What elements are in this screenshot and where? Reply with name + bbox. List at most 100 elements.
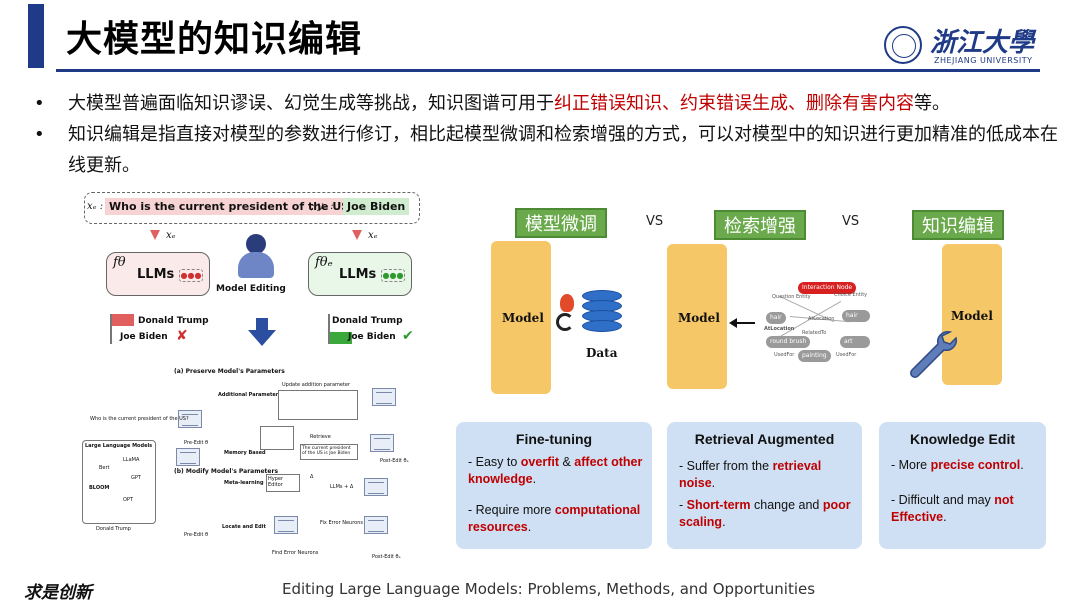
llm-panel: Large Language Models LLaMA Bert GPT BLO…	[82, 440, 156, 524]
fix-neurons-label: Fix Error Neurons	[320, 520, 363, 526]
llm-name: GPT	[131, 475, 141, 481]
card-text: - More	[891, 458, 931, 472]
flag-pole	[328, 314, 330, 344]
card-text: - Require more	[468, 503, 555, 517]
card-text: .	[722, 515, 726, 529]
model-editing-label: Model Editing	[216, 284, 286, 294]
modify-title: (b) Modify Model's Parameters	[174, 468, 279, 475]
hyper-editor-box: Hyper Editor	[266, 474, 300, 492]
card-text: &	[559, 455, 575, 469]
down-arrow-icon	[248, 318, 276, 348]
card-title: Fine-tuning	[515, 431, 593, 447]
card-item: - Require more computational resources.	[468, 502, 648, 536]
arrow-left-icon	[729, 318, 755, 328]
seal-icon	[884, 26, 922, 64]
card-fine-tuning: Fine-tuning - Easy to overfit & affect o…	[456, 422, 652, 549]
knowledge-editing-figure: xₑ : Who is the current president of the…	[74, 186, 446, 566]
llm-name: BLOOM	[89, 485, 110, 491]
meta-learning-label: Meta-learning	[224, 480, 264, 486]
database-icon	[582, 290, 622, 338]
additional-params-label: Additional Parameters	[218, 392, 282, 398]
model-block	[942, 244, 1002, 385]
card-text: - Difficult and may	[891, 493, 995, 507]
card-text: .	[711, 476, 716, 490]
highlight-text: overfit	[520, 455, 559, 469]
delta-label: Δ	[310, 474, 314, 480]
card-text: .	[1020, 458, 1024, 472]
card-item: - Difficult and may not Effective.	[891, 492, 1039, 526]
correct-icon: ✔	[402, 328, 414, 344]
network-icon	[274, 516, 298, 534]
neuron-chip-icon: ●●●	[179, 269, 203, 282]
arrow-down-icon	[352, 230, 362, 240]
answer-text: Joe Biden	[343, 198, 410, 215]
after-answer-1: Donald Trump	[332, 316, 403, 326]
wrench-icon	[910, 330, 958, 378]
card-knowledge-edit: Knowledge Edit - More precise control. -…	[879, 422, 1046, 549]
highlight-text: computational resources	[468, 503, 641, 534]
llm-name: OPT	[123, 497, 134, 503]
model-label: Model	[951, 309, 993, 323]
kg-node: art supply	[840, 336, 870, 357]
post-edit-label: Post-Edit θₑ	[372, 554, 401, 560]
locate-edit-label: Locate and Edit	[222, 524, 266, 530]
bullet-list: • 大模型普遍面临知识谬误、幻觉生成等挑战，知识图谱可用于纠正错误知识、约束错误…	[34, 88, 1064, 181]
bullet-text-end: 等。	[914, 93, 950, 114]
llm-after-box: fθₑ LLMs ●●●	[308, 252, 412, 296]
ye-label: ; yₑ :	[311, 201, 334, 212]
tag-retrieval: 检索增强	[714, 210, 806, 240]
model-label: Model	[678, 311, 720, 325]
llm-label: LLMs	[339, 267, 377, 282]
pre-edit-label: Pre-Edit θ	[184, 532, 209, 538]
llm-panel-title: Large Language Models	[85, 443, 153, 449]
network-icon	[178, 410, 202, 428]
memory-text: The current president of the US is Joe B…	[300, 444, 358, 460]
who-question: Who is the current president of the US?	[90, 416, 189, 422]
logo-english: ZHEJIANG UNIVERSITY	[934, 56, 1033, 65]
bullet-marker: •	[34, 93, 45, 114]
llms-delta-label: LLMs + Δ	[330, 484, 354, 490]
card-item: - Easy to overfit & affect other knowled…	[468, 454, 644, 488]
vs-label: VS	[646, 214, 664, 229]
fire-icon	[560, 294, 574, 312]
model-label: Model	[502, 311, 544, 325]
highlight-text: not Effective	[891, 493, 1014, 524]
kg-label: UsedFor	[774, 352, 795, 358]
before-answer-2: Joe Biden	[120, 332, 168, 342]
kg-node: Interaction Node	[798, 282, 857, 294]
card-item: - More precise control.	[891, 457, 1039, 474]
find-neurons-label: Find Error Neurons	[272, 550, 319, 556]
kg-label: AtLocation	[764, 326, 795, 332]
title-accent-bar	[28, 4, 44, 68]
bullet-item: • 大模型普遍面临知识谬误、幻觉生成等挑战，知识图谱可用于纠正错误知识、约束错误…	[34, 88, 1064, 119]
card-text: .	[532, 472, 537, 486]
doctor-icon	[234, 232, 278, 278]
card-title: Knowledge Edit	[910, 431, 1015, 447]
card-text: .	[943, 510, 947, 524]
panel-answer: Donald Trump	[96, 526, 131, 532]
bullet-text: 大模型普遍面临知识谬误、幻觉生成等挑战，知识图谱可用于	[68, 93, 554, 114]
knowledge-graph-icon: Interaction Node Question Entity Choice …	[760, 276, 870, 366]
kg-node: round brush	[766, 336, 811, 348]
bullet-item: • 知识编辑是指直接对模型的参数进行修订，相比起模型微调和检索增强的方式，可以对…	[34, 119, 1064, 181]
pre-edit-label: Pre-Edit θ	[184, 440, 209, 446]
update-params-label: Update addition parameter	[282, 382, 351, 388]
flag-icon	[330, 332, 352, 344]
bullet-text: 知识编辑是指直接对模型的参数进行修订，相比起模型微调和检索增强的方式，可以对模型…	[68, 124, 1058, 176]
highlight-text: poor scaling	[679, 498, 851, 529]
wrong-icon: ✘	[176, 328, 188, 344]
kg-label: UsedFor	[836, 352, 857, 358]
additional-params-box	[278, 390, 358, 420]
card-text: -	[679, 498, 687, 512]
highlight-text: Short-term	[686, 498, 751, 512]
after-answer-2: Joe Biden	[348, 332, 396, 342]
memory-based-label: Memory Based	[224, 450, 266, 456]
before-answer-1: Donald Trump	[138, 316, 209, 326]
highlight-text: affect other knowledge	[468, 455, 643, 486]
page-title: 大模型的知识编辑	[66, 19, 363, 60]
card-title: Retrieval Augmented	[694, 431, 835, 447]
tag-knowledge-edit: 知识编辑	[912, 210, 1004, 240]
flag-icon	[112, 314, 134, 326]
kg-node: painting	[798, 350, 831, 362]
arrow-down-icon	[150, 230, 160, 240]
